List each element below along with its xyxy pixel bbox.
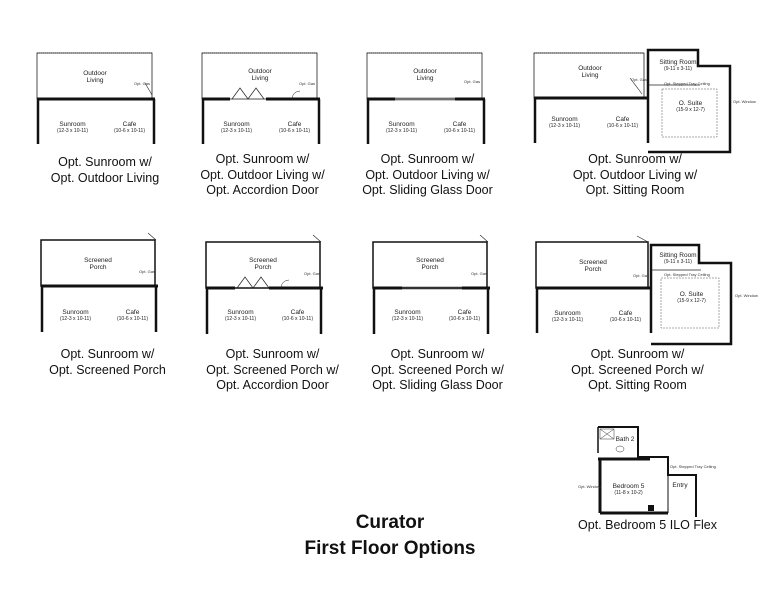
option-caption: Opt. Sunroom w/Opt. Screened Porch w/Opt… bbox=[571, 347, 704, 392]
floorplan-drawing bbox=[533, 48, 732, 154]
page-subtitle: First Floor Options bbox=[304, 538, 476, 559]
flex-caption: Opt. Bedroom 5 ILO Flex bbox=[578, 518, 717, 532]
bath-label: Bath 2 bbox=[615, 436, 635, 443]
option-caption: Opt. Sunroom w/Opt. Outdoor Living w/Opt… bbox=[200, 152, 325, 197]
floorplan-drawing bbox=[372, 234, 490, 334]
bedroom-label: Bedroom 5 bbox=[612, 483, 645, 490]
porch-label: Outdoor bbox=[83, 70, 107, 77]
option-caption: Opt. Sunroom w/Opt. Outdoor Living bbox=[50, 155, 160, 185]
floorplan-drawing bbox=[205, 234, 323, 334]
floorplan-drawing bbox=[40, 232, 158, 332]
floorplan-drawing bbox=[36, 52, 156, 144]
option-caption: Opt. Sunroom w/Opt. Screened Porch w/Opt… bbox=[371, 347, 504, 392]
gas-note: Opt. Gas bbox=[134, 81, 151, 86]
plan-bedroom-flex: Bath 2 Bedroom 5(11-8 x 10-2) Entry Opt.… bbox=[578, 425, 716, 520]
option-caption: Opt. Sunroom w/Opt. Outdoor Living w/Opt… bbox=[572, 152, 698, 197]
page-title: Curator bbox=[355, 512, 425, 533]
floorplan-drawing bbox=[366, 52, 486, 144]
floorplan-drawing bbox=[201, 52, 321, 144]
floorplan-drawing bbox=[535, 235, 733, 346]
entry-label: Entry bbox=[672, 482, 688, 489]
option-caption: Opt. Sunroom w/Opt. Screened Porch bbox=[49, 347, 166, 377]
floorplan-drawing bbox=[597, 426, 697, 517]
option-caption: Opt. Sunroom w/Opt. Outdoor Living w/Opt… bbox=[362, 152, 493, 197]
option-caption: Opt. Sunroom w/Opt. Screened Porch w/Opt… bbox=[206, 347, 339, 392]
